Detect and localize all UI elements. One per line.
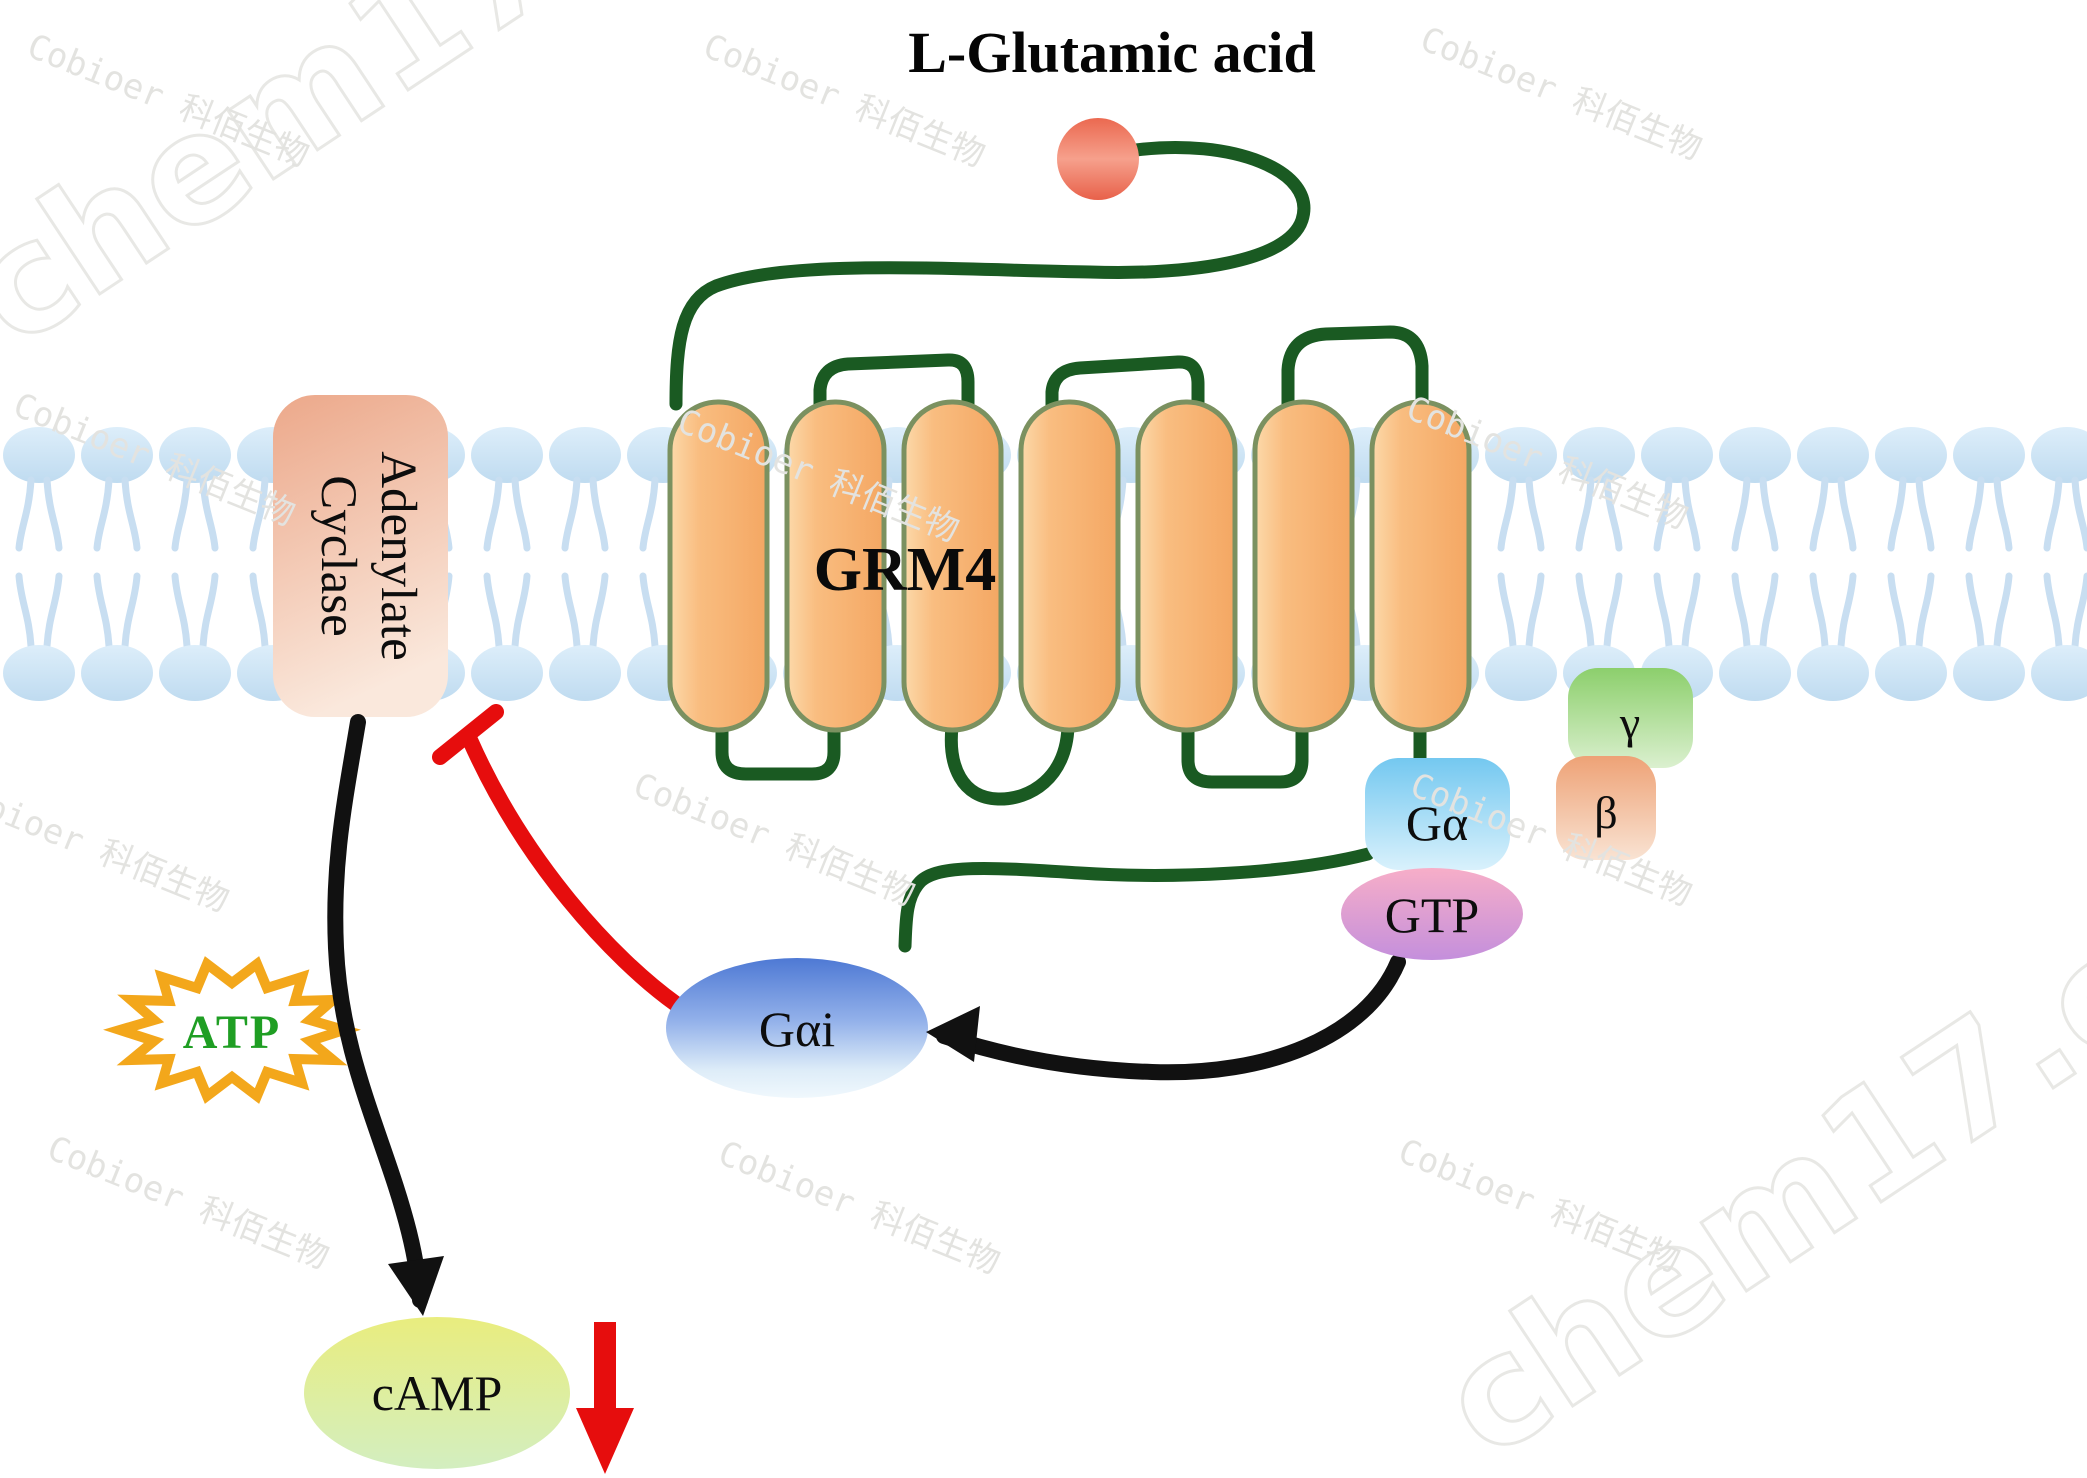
adenylate-cyclase-box (273, 395, 448, 717)
watermark-brand: Cobioer 科佰生物 (0, 771, 235, 920)
tm-helix-6 (1252, 399, 1355, 733)
enzyme-label-line1: Adenylate (370, 451, 426, 661)
tm-helix-5 (1135, 399, 1238, 733)
extracellular-loop-2 (1045, 355, 1205, 413)
atp-label: ATP (183, 1006, 281, 1059)
tm-helix-7 (1369, 399, 1472, 733)
intracellular-loop-1 (715, 720, 841, 781)
watermark-brand: Cobioer 科佰生物 (628, 765, 921, 914)
intracellular-loop-3 (1181, 720, 1309, 789)
camp-ellipse (304, 1317, 570, 1469)
ac-to-camp-arrowhead (388, 1256, 444, 1316)
extracellular-loop-3 (1281, 325, 1429, 413)
atp-starburst (103, 956, 361, 1104)
g-alpha-label: Gα (1406, 795, 1468, 851)
camp-decrease-arrow (576, 1322, 634, 1474)
n-terminus-loop (669, 141, 1311, 411)
watermark-brand: Cobioer 科佰生物 (713, 1133, 1006, 1282)
ligand-title: L-Glutamic acid (908, 20, 1316, 85)
tm-helix-3 (901, 399, 1004, 733)
gamma-subunit-box (1568, 668, 1693, 768)
tm-helix-4 (1018, 399, 1121, 733)
inhibition-tbar (432, 704, 504, 765)
enzyme-label-line2: Cyclase (310, 475, 366, 636)
beta-label: β (1594, 787, 1617, 838)
camp-label: cAMP (372, 1365, 503, 1421)
gai-label: Gαi (759, 1001, 835, 1057)
watermark-brand: Cobioer 科佰生物 (1415, 19, 1708, 168)
g-alpha-box (1365, 758, 1510, 870)
beta-subunit-box (1556, 756, 1656, 860)
gtp-to-gai-arrow (936, 954, 1406, 1081)
glutamate-ligand (1057, 118, 1139, 200)
c-terminal-tail (898, 847, 1375, 953)
watermark-brand: Cobioer 科佰生物 (42, 1128, 335, 1277)
watermark-site: chem17.com (1412, 758, 2087, 1478)
gtp-ellipse (1341, 868, 1523, 960)
gtp-to-gai-arrowhead (926, 1006, 980, 1062)
tm-helix-2 (784, 399, 887, 733)
tm-helix-1 (667, 399, 770, 733)
receptor-label: GRM4 (814, 536, 997, 604)
gamma-label: γ (1619, 697, 1640, 748)
inhibition-arrow (462, 732, 684, 1012)
gai-ellipse (666, 958, 928, 1098)
ac-to-camp-arrow (327, 714, 428, 1308)
gtp-label: GTP (1385, 887, 1479, 943)
extracellular-loop-1 (813, 353, 975, 413)
intracellular-loop-2 (944, 720, 1075, 806)
